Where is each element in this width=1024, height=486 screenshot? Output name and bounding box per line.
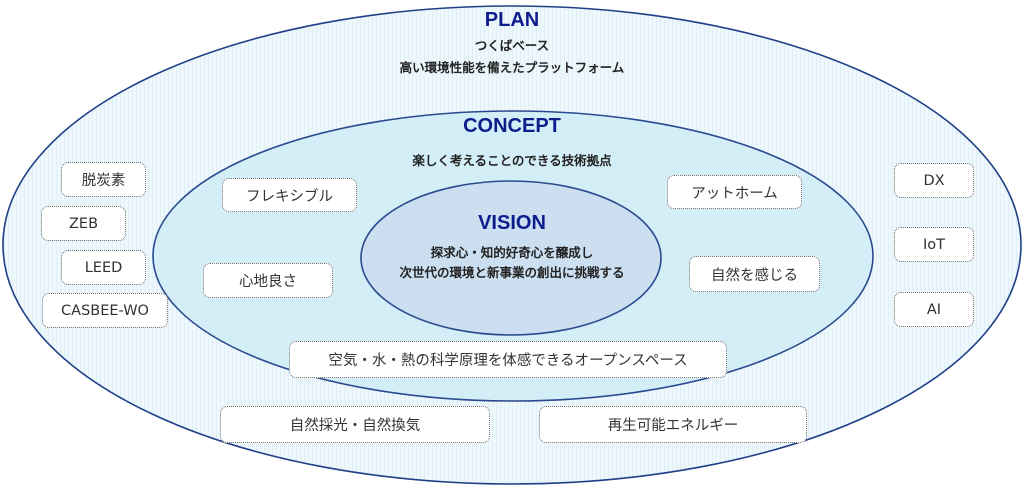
concept-item-flexible: フレキシブル [222, 178, 357, 212]
left-item-zeb: ZEB [41, 206, 126, 241]
right-item-ai: AI [894, 292, 974, 327]
left-item-leed: LEED [61, 250, 146, 285]
vision-ellipse [360, 180, 662, 336]
concept-subtitle: 楽しく考えることのできる技術拠点 [412, 153, 612, 168]
vision-line-1: 探求心・知的好奇心を醸成し [430, 245, 594, 260]
concept-item-open-space: 空気・水・熱の科学原理を体感できるオープンスペース [289, 341, 727, 378]
bottom-item-renewable-energy: 再生可能エネルギー [539, 406, 807, 443]
concept-item-feel-nature: 自然を感じる [689, 256, 820, 292]
left-item-decarbonization: 脱炭素 [61, 162, 146, 197]
right-item-dx: DX [894, 163, 974, 198]
concept-item-at-home: アットホーム [667, 175, 802, 209]
bottom-item-natural-light: 自然採光・自然換気 [220, 406, 490, 443]
concept-title: CONCEPT [463, 115, 561, 137]
plan-subtitle-1: つくばベース [474, 38, 550, 53]
vision-title: VISION [478, 212, 546, 234]
concept-item-comfort: 心地良さ [203, 263, 333, 298]
right-item-iot: IoT [894, 227, 974, 262]
vision-line-2: 次世代の環境と新事業の創出に挑戦する [399, 265, 625, 280]
plan-title: PLAN [484, 9, 540, 31]
left-item-casbee-wo: CASBEE-WO [42, 293, 168, 328]
plan-subtitle-2: 高い環境性能を備えたプラットフォーム [399, 60, 625, 75]
